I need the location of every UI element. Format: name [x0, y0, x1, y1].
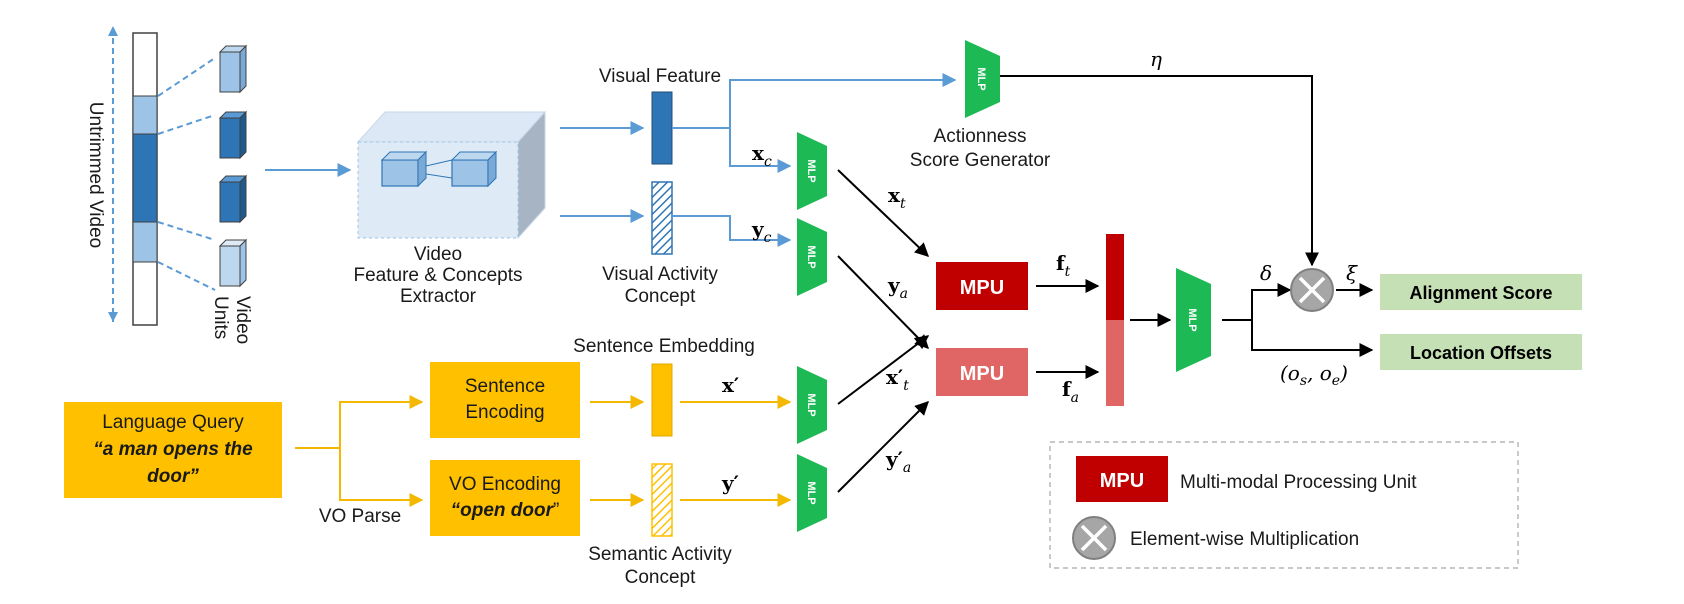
symbol-y-prime: y′ [721, 471, 739, 495]
extractor-label-1: Video [414, 244, 462, 265]
symbol-y-prime-a: y′a [885, 447, 911, 476]
legend-mpu-swatch [1076, 456, 1168, 502]
symbol-ft: ft [1056, 251, 1071, 280]
video-segment-dark [132, 133, 158, 223]
symbol-x-prime: x′ [722, 373, 739, 397]
visual-activity-concept-bar [651, 181, 673, 255]
svg-text:MLP: MLP [975, 67, 987, 90]
visual-activity-label-1: Visual Activity [602, 264, 718, 285]
sentence-encoding-box [430, 362, 580, 438]
mlp-block-xc: MLP [797, 132, 827, 210]
mlp-block-xp: MLP [797, 366, 827, 444]
vo-encoding-label-1: VO Encoding [449, 474, 561, 495]
symbol-offsets: (os, oe) [1280, 361, 1348, 389]
video-units-label-1: Video [232, 296, 253, 344]
video-unit-1 [218, 44, 248, 94]
language-query-text-2: door” [147, 466, 199, 487]
language-query-label: Language Query [102, 412, 244, 433]
svg-text:MLP: MLP [1186, 308, 1198, 331]
symbol-eta: η [1150, 47, 1162, 71]
semantic-activity-concept-bar [651, 463, 673, 537]
symbol-fa: fa [1062, 377, 1079, 406]
language-query-text-1: “a man opens the [93, 439, 253, 460]
arrow-visual-feature-to-actionness [672, 73, 957, 129]
extractor-label-2: Feature & Concepts [354, 265, 523, 286]
arrow-ya-to-mpu2 [837, 255, 929, 350]
video-unit-4 [218, 238, 248, 288]
video-units-label-2: Units [210, 296, 231, 339]
location-offsets-label: Location Offsets [1410, 343, 1552, 363]
mlp-block-final: MLP [1176, 268, 1211, 372]
language-query-box [64, 402, 282, 498]
untrimmed-video-label: Untrimmed Video [85, 102, 106, 248]
visual-activity-label-2: Concept [625, 286, 696, 307]
arrow-xpt-to-mpu1 [837, 335, 930, 405]
arrow-xt-to-mpu1 [837, 169, 930, 257]
mpu-block-2-label: MPU [960, 363, 1004, 385]
sentence-embedding-label: Sentence Embedding [573, 336, 755, 357]
legend-multiply-icon [1072, 516, 1116, 560]
extractor-label-3: Extractor [400, 286, 477, 307]
symbol-yc: yc [751, 217, 772, 246]
symbol-delta: δ [1260, 261, 1272, 285]
video-segment-light-1 [132, 95, 158, 135]
symbol-ya: ya [887, 273, 908, 302]
arrow-actionness-to-multiply [1000, 75, 1319, 267]
symbol-xi: ξ [1346, 261, 1358, 285]
legend-mpu-swatch-label: MPU [1100, 470, 1144, 492]
video-units: Video Units [210, 44, 253, 344]
legend: MPU Multi-modal Processing Unit Element-… [1049, 441, 1519, 569]
mpu-block-1-label: MPU [960, 277, 1004, 299]
arrow-ypa-to-mpu2 [837, 401, 929, 493]
video-unit-2 [218, 110, 248, 160]
svg-text:MLP: MLP [805, 159, 817, 182]
legend-mult-desc: Element-wise Multiplication [1130, 529, 1359, 550]
mlp-block-yp: MLP [797, 454, 827, 532]
mpu-block-1 [936, 262, 1028, 310]
sentence-embedding-bar [651, 363, 673, 437]
concat-feature-bottom [1106, 320, 1124, 406]
visual-feature-label: Visual Feature [599, 66, 721, 87]
vo-encoding-box [430, 460, 580, 536]
time-axis-bottom-arrow-icon [108, 312, 118, 322]
sentence-encoding-label-2: Encoding [465, 402, 544, 423]
svg-text:MLP: MLP [805, 481, 817, 504]
concat-feature-top [1106, 234, 1124, 320]
video-segment-light-2 [132, 221, 158, 263]
symbol-x-prime-t: x′t [886, 365, 909, 394]
mlp-block-yc: MLP [797, 218, 827, 296]
video-unit-3 [218, 174, 248, 224]
time-axis-top-arrow-icon [108, 26, 118, 36]
svg-text:MLP: MLP [805, 393, 817, 416]
arrow-visual-feature-to-mlp-xc [729, 128, 792, 173]
symbol-xc: xc [752, 141, 772, 170]
alignment-score-label: Alignment Score [1409, 283, 1552, 303]
vo-encoding-label-2: “open door” [451, 500, 560, 521]
actionness-label-2: Score Generator [910, 150, 1051, 171]
sentence-encoding-label-1: Sentence [465, 376, 545, 397]
vo-parse-label: VO Parse [319, 506, 401, 527]
visual-feature-bar [651, 91, 673, 165]
arrow-query-to-sentence-enc [295, 395, 424, 449]
location-offsets-box [1380, 334, 1582, 370]
arrow-mlp-to-location [1251, 320, 1374, 357]
arrow-query-to-vo-enc [339, 448, 424, 507]
legend-mpu-desc: Multi-modal Processing Unit [1180, 472, 1417, 493]
arrow-mlp-to-multiply [1222, 283, 1292, 321]
svg-text:MLP: MLP [805, 245, 817, 268]
symbol-xt: xt [888, 183, 906, 212]
feature-extractor-box [356, 110, 547, 240]
semantic-activity-label-1: Semantic Activity [588, 544, 732, 565]
alignment-score-box [1380, 274, 1582, 310]
untrimmed-video-strip: Untrimmed Video [85, 26, 216, 326]
semantic-activity-label-2: Concept [625, 567, 696, 588]
multiply-node-icon [1290, 268, 1334, 312]
arrow-activity-to-mlp-yc [672, 215, 792, 247]
mlp-block-actionness: MLP [965, 40, 1000, 118]
actionness-label-1: Actionness [934, 126, 1027, 147]
mpu-block-2 [936, 348, 1028, 396]
